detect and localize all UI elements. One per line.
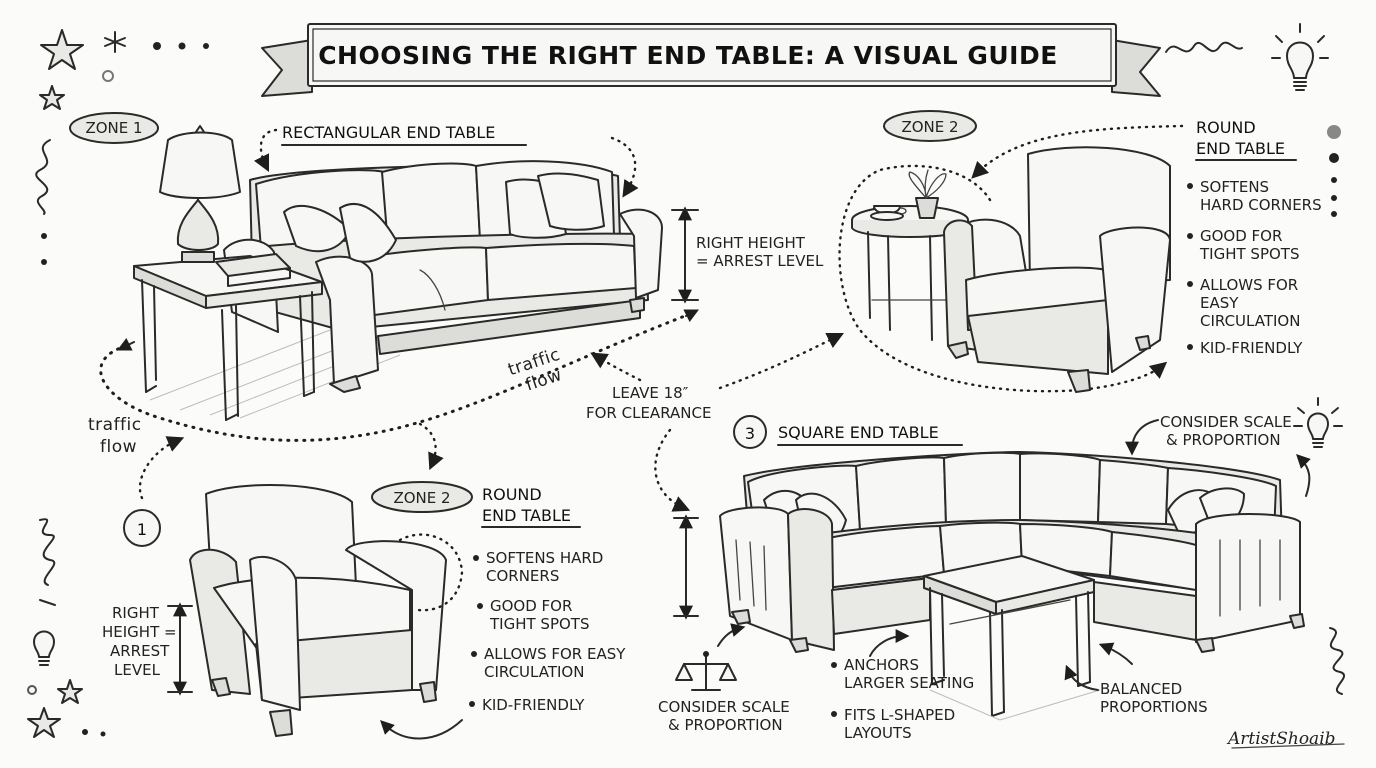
zone2-bottom-badge bbox=[371, 481, 473, 513]
squiggle-icon bbox=[39, 518, 56, 586]
zone2-top-scene: ZONE 2 ROUND END TABLE bbox=[838, 110, 1322, 393]
square-end-table-illustration bbox=[923, 555, 1101, 721]
doodle-decorations bbox=[27, 23, 1345, 738]
star-icon bbox=[27, 707, 61, 738]
step-one-number: 1 bbox=[137, 520, 147, 539]
title-banner: CHOOSING THE RIGHT END TABLE: A VISUAL G… bbox=[261, 23, 1161, 97]
asterisk-icon bbox=[104, 31, 126, 53]
lightbulb-icon bbox=[1293, 397, 1343, 448]
zone3-bullets: ANCHORS LARGER SEATING FITS L-SHAPED LAY… bbox=[831, 656, 974, 742]
zone2-bottom-bullets: SOFTENS HARD CORNERS GOOD FOR TIGHT SPOT… bbox=[469, 549, 630, 714]
page-title: CHOOSING THE RIGHT END TABLE: A VISUAL G… bbox=[318, 41, 1058, 70]
zone3-scene: 3 SQUARE END TABLE CONSIDER SCALE & PROP… bbox=[658, 413, 1311, 742]
zone2-bottom-height-note: RIGHT HEIGHT = ARREST LEVEL bbox=[102, 604, 181, 679]
square-table-label: SQUARE END TABLE bbox=[778, 423, 939, 442]
zone2-bottom-scene: 1 ZONE 2 ROUND END TABLE RIGHT HEIGHT = … bbox=[102, 481, 630, 740]
zone1-label: ZONE 1 bbox=[85, 119, 142, 137]
list-item: GOOD FOR TIGHT SPOTS bbox=[489, 597, 589, 633]
zone2-top-badge bbox=[883, 110, 977, 142]
zone2-top-label: ZONE 2 bbox=[901, 118, 958, 136]
clearance-note: LEAVE 18″ FOR CLEARANCE bbox=[586, 384, 711, 422]
round-end-table-illustration bbox=[851, 169, 969, 341]
armchair-illustration bbox=[943, 146, 1171, 393]
scale-note-bottom: CONSIDER SCALE & PROPORTION bbox=[658, 698, 795, 734]
list-item: ALLOWS FOR EASY CIRCULATION bbox=[484, 645, 630, 681]
sectional-sofa-illustration bbox=[719, 451, 1305, 653]
rectangular-end-table-illustration bbox=[133, 125, 323, 421]
list-item: ANCHORS LARGER SEATING bbox=[844, 656, 974, 692]
scale-note-top: CONSIDER SCALE & PROPORTION bbox=[1160, 413, 1297, 449]
zone2-bottom-label: ZONE 2 bbox=[393, 489, 450, 507]
balance-scale-icon bbox=[675, 651, 737, 691]
list-item: SOFTENS HARD CORNERS bbox=[1200, 178, 1322, 214]
sofa-illustration bbox=[223, 160, 663, 393]
artist-signature: ArtistShoaib bbox=[1226, 729, 1336, 749]
star-icon bbox=[57, 679, 83, 704]
star-icon bbox=[39, 85, 65, 110]
list-item: KID-FRIENDLY bbox=[482, 696, 585, 714]
zone2-bottom-table-label: ROUND END TABLE bbox=[482, 485, 571, 525]
zone1-scene: ZONE 1 RECTANGULAR END TABLE bbox=[69, 112, 845, 512]
list-item: FITS L-SHAPED LAYOUTS bbox=[844, 706, 960, 742]
zone2-top-bullets: SOFTENS HARD CORNERS GOOD FOR TIGHT SPOT… bbox=[1187, 178, 1322, 357]
traffic-flow-left: traffic flow bbox=[88, 415, 148, 457]
lightbulb-icon bbox=[33, 630, 55, 666]
list-item: SOFTENS HARD CORNERS bbox=[486, 549, 608, 585]
zone2-top-table-label: ROUND END TABLE bbox=[1196, 118, 1285, 158]
zone1-height-note: RIGHT HEIGHT = ARREST LEVEL bbox=[696, 234, 824, 270]
lightbulb-icon bbox=[1271, 23, 1329, 91]
list-item: ALLOWS FOR EASY CIRCULATION bbox=[1200, 276, 1303, 330]
squiggle-icon bbox=[1329, 627, 1345, 695]
balanced-note: BALANCED PROPORTIONS bbox=[1100, 680, 1208, 716]
armchair-illustration-bottom bbox=[189, 484, 447, 737]
list-item: KID-FRIENDLY bbox=[1200, 339, 1303, 357]
traffic-flow-center: traffic flow bbox=[506, 343, 575, 399]
zone1-badge bbox=[69, 112, 159, 144]
star-icon bbox=[40, 29, 84, 70]
rect-table-label: RECTANGULAR END TABLE bbox=[282, 123, 495, 142]
step-three-number: 3 bbox=[745, 424, 755, 443]
squiggle-icon bbox=[35, 139, 51, 215]
list-item: GOOD FOR TIGHT SPOTS bbox=[1199, 227, 1299, 263]
squiggle-icon bbox=[1165, 41, 1243, 53]
